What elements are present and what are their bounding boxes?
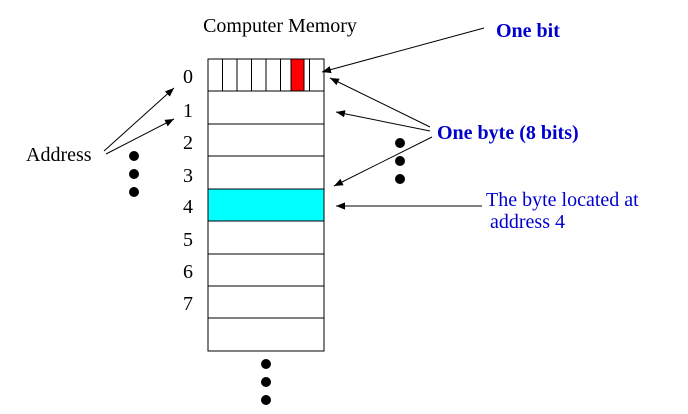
one-bit-arrow xyxy=(321,27,485,74)
ellipsis-dot xyxy=(129,151,139,161)
memory-cell-3 xyxy=(207,155,325,190)
ellipsis-dot xyxy=(261,377,271,387)
address-number: 6 xyxy=(183,261,193,283)
address-arrow-0 xyxy=(103,87,175,152)
memory-column xyxy=(207,58,325,352)
address-numbers: 0 1 2 3 4 5 6 7 xyxy=(183,66,193,315)
one-byte-arrow-cell-0 xyxy=(329,77,431,128)
one-byte-arrow-cell-3 xyxy=(333,136,433,187)
memory-cell-1 xyxy=(207,90,325,125)
memory-cell-5 xyxy=(207,220,325,255)
one-byte-arrow-cell-1 xyxy=(335,110,431,132)
ellipsis-dot xyxy=(395,156,405,166)
byte-at-4-label-line1: The byte located at xyxy=(486,189,639,211)
diagram-title: Computer Memory xyxy=(203,15,357,37)
ellipsis-dots-right xyxy=(395,138,405,184)
highlighted-bit xyxy=(290,58,305,92)
memory-cell-6 xyxy=(207,253,325,287)
address-number: 0 xyxy=(183,66,193,88)
one-byte-arrows xyxy=(329,77,433,187)
ellipsis-dot xyxy=(129,169,139,179)
memory-cell-8 xyxy=(207,317,325,352)
memory-cell-4-highlighted xyxy=(207,188,325,222)
ellipsis-dot xyxy=(395,174,405,184)
ellipsis-dot xyxy=(395,138,405,148)
memory-cell-7 xyxy=(207,285,325,319)
ellipsis-dots-left xyxy=(129,151,139,197)
address-number: 3 xyxy=(183,165,193,187)
ellipsis-dot xyxy=(129,187,139,197)
address-arrows xyxy=(103,87,175,155)
byte-at-4-label-line2: address 4 xyxy=(490,211,565,233)
ellipsis-dot xyxy=(261,359,271,369)
address-number: 1 xyxy=(183,100,193,122)
address-number: 5 xyxy=(183,229,193,251)
address-number: 2 xyxy=(183,132,193,154)
address-label: Address xyxy=(26,144,92,166)
one-bit-label: One bit xyxy=(496,20,560,42)
ellipsis-dots-bottom xyxy=(261,359,271,405)
address-arrow-1 xyxy=(105,118,175,155)
address-number: 4 xyxy=(183,196,193,218)
address-number: 7 xyxy=(183,293,193,315)
ellipsis-dot xyxy=(261,395,271,405)
memory-cell-2 xyxy=(207,123,325,157)
bit-dividers xyxy=(222,59,310,91)
one-byte-label: One byte (8 bits) xyxy=(437,122,579,144)
